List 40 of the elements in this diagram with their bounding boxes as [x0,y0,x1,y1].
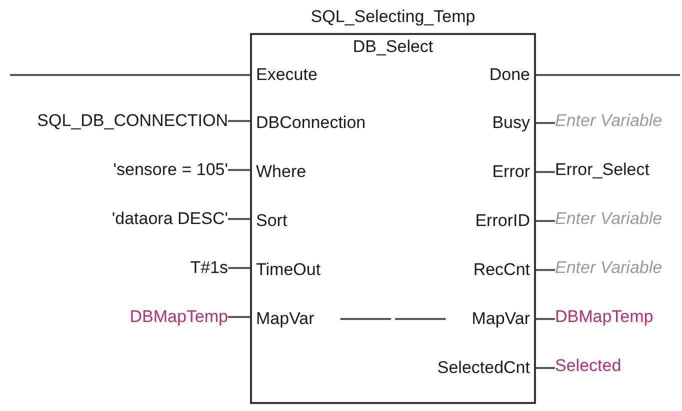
variable-label: DBMapTemp [555,306,654,328]
connector-line [534,367,555,369]
connector-line [534,220,555,222]
variable-label: T#1s [190,257,228,279]
input-pin-label: Where [252,161,306,183]
output-pin-label: Error [492,161,534,183]
output-pin-label: ErrorID [475,210,534,232]
connector-line [228,169,252,171]
connector-line [534,74,680,76]
variable-label: SQL_DB_CONNECTION [37,110,228,132]
placeholder-label: Enter Variable [555,257,662,279]
input-pin-label: Sort [252,210,288,232]
connector-line [228,316,252,318]
connector-line [10,74,252,76]
connector-line [339,318,447,320]
instance-name: SQL_Selecting_Temp [310,6,476,28]
connector-line [228,218,252,220]
placeholder-label: Enter Variable [555,110,662,132]
block-type-label: DB_Select [352,36,434,58]
connector-line [228,120,252,122]
connector-line [228,267,252,269]
input-pin-label: TimeOut [252,259,321,281]
connector-line [534,318,555,320]
variable-label: DBMapTemp [130,306,228,328]
input-pin-label: DBConnection [252,112,366,134]
input-pin-label: Execute [252,64,318,86]
variable-label: Selected [555,355,622,377]
output-pin-label: MapVar [472,308,534,330]
input-pin-label: MapVar [252,308,314,330]
connector-line [534,171,555,173]
output-pin-label: SelectedCnt [437,357,534,379]
variable-label: 'sensore = 105' [113,159,228,181]
variable-label: 'dataora DESC' [112,208,228,230]
output-pin-label: Done [489,64,534,86]
output-pin-label: Busy [492,112,534,134]
placeholder-label: Enter Variable [555,208,662,230]
output-pin-label: RecCnt [473,259,534,281]
connector-line [534,122,555,124]
variable-label: Error_Select [555,159,650,181]
connector-line [534,269,555,271]
